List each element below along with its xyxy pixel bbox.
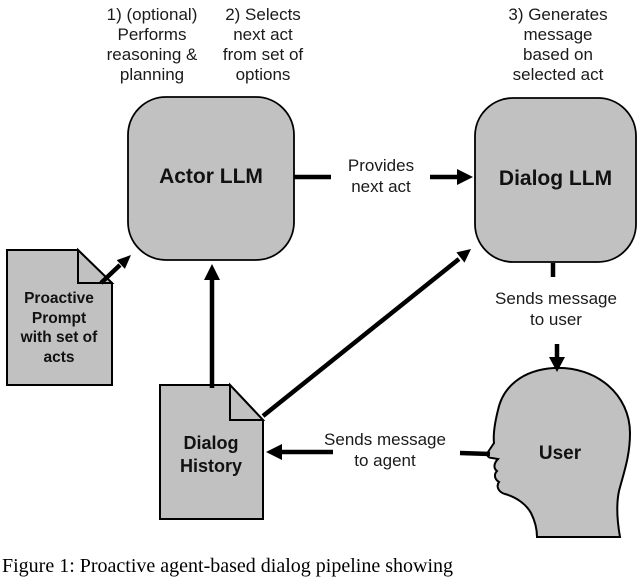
dialog-history-label: Dialog History xyxy=(179,433,242,476)
user-head-icon xyxy=(486,366,632,538)
provides-next-act-label: Provides next act xyxy=(347,156,415,196)
step3-note: 3) Generates message based on selected a… xyxy=(508,5,608,84)
dialog-llm-label: Dialog LLM xyxy=(498,167,613,190)
proactive-prompt-dogear-icon xyxy=(77,247,115,284)
proactive-prompt-label: Proactive Prompt with set of acts xyxy=(20,290,98,366)
arrow-provides-next-act-head xyxy=(457,169,473,185)
arrow-prompt-to-actor-line xyxy=(99,263,122,285)
arrow-history-to-dialog-line xyxy=(261,257,461,418)
dialog-llm-box xyxy=(474,97,637,263)
arrow-history-to-dialog-head xyxy=(456,249,471,263)
arrow-history-to-actor-head xyxy=(204,264,220,280)
step2-note: 2) Selects next act from set of options xyxy=(222,5,304,84)
dialog-history-dogear-icon xyxy=(229,382,266,421)
arrow-prompt-to-actor-head xyxy=(116,255,131,269)
sends-message-to-user-label: Sends message to user xyxy=(495,289,617,329)
arrow-user-to-history-head xyxy=(266,444,282,460)
arrow-dialog-to-user-head xyxy=(549,357,565,372)
actor-llm-label: Actor LLM xyxy=(159,165,263,188)
user-label: User xyxy=(538,443,582,464)
step1-note: 1) (optional) Performs reasoning & plann… xyxy=(106,5,198,84)
arrow-user-to-history-stub xyxy=(459,450,491,457)
sends-message-to-agent-label: Sends message to agent xyxy=(324,430,446,470)
figure-caption: Figure 1: Proactive agent-based dialog p… xyxy=(2,555,454,577)
